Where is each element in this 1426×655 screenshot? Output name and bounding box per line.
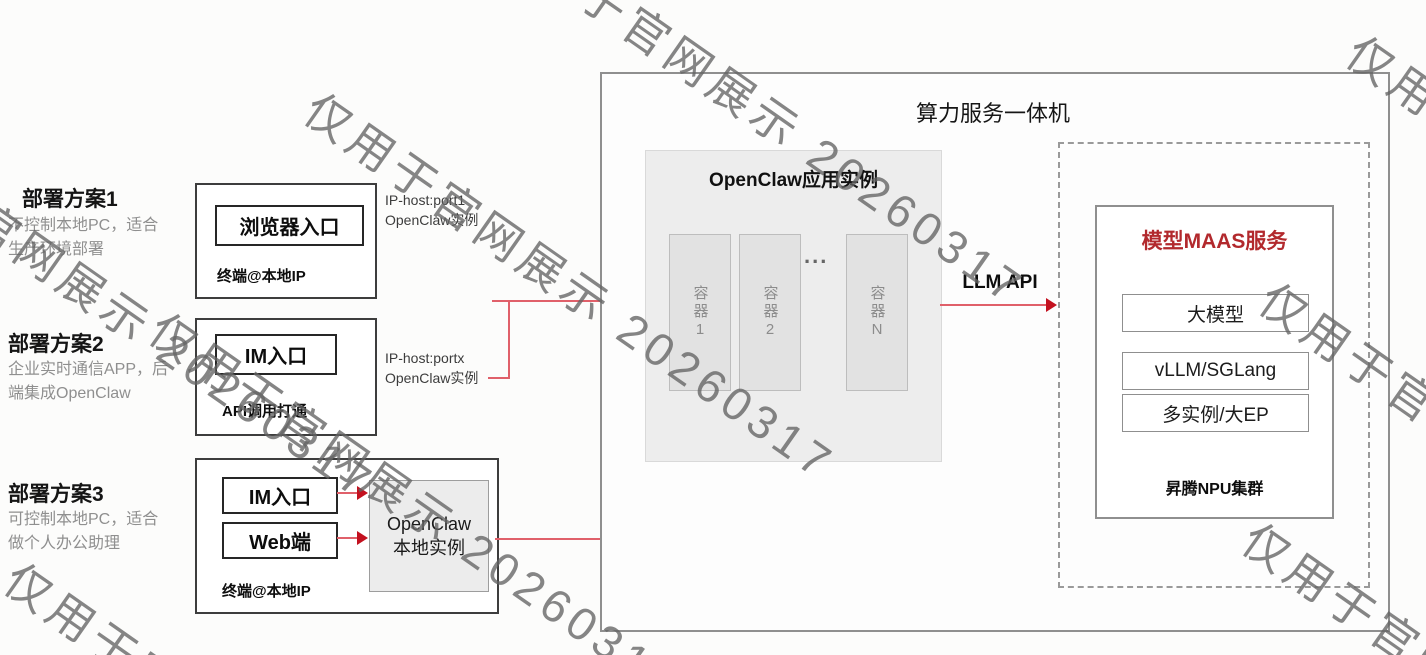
- plan2-title: 部署方案2: [8, 333, 104, 356]
- plan3-web-entry: Web端: [222, 522, 338, 559]
- container-1: 容器1: [669, 234, 731, 391]
- plan1-browser-entry: 浏览器入口: [215, 205, 364, 246]
- llm-api-top-arrowhead-icon: [1046, 298, 1057, 312]
- openclaw-app-box: OpenClaw应用实例 容器1 容器2 ... 容器N: [645, 150, 942, 462]
- plan12-merge-vline: [508, 300, 510, 379]
- container-ellipsis: ...: [804, 243, 829, 268]
- watermark-text: 仅用于官网展示 20260317: [0, 103, 385, 511]
- plan1-desc: 不控制本地PC，适合生产环境部署: [8, 217, 159, 258]
- plan2-api-note: API调用打通: [222, 403, 308, 420]
- maas-item-multi-instance: 多实例/大EP: [1122, 394, 1309, 432]
- plan3-im-arrowhead-icon: [357, 486, 368, 500]
- plan3-im-arrow-line: [337, 492, 361, 494]
- llm-api-top-line: [940, 304, 1050, 306]
- plan2-annotation: IP-host:portx OpenClaw实例: [385, 350, 479, 387]
- openclaw-app-title: OpenClaw应用实例: [709, 170, 878, 191]
- maas-title: 模型MAAS服务: [1141, 230, 1288, 253]
- container-2: 容器2: [739, 234, 801, 391]
- plan2-box: IM入口 API调用打通: [195, 318, 377, 436]
- plan1-box: 浏览器入口 终端@本地IP: [195, 183, 377, 299]
- maas-item-large-model: 大模型: [1122, 294, 1309, 332]
- llm-api-top-label: LLM API: [962, 272, 1038, 293]
- plan3-local-instance: OpenClaw 本地实例: [369, 480, 489, 592]
- npu-dashed-zone: [1058, 142, 1370, 588]
- maas-service-box: 模型MAAS服务 大模型 vLLM/SGLang 多实例/大EP 昇腾NPU集群: [1095, 205, 1334, 519]
- server-title: 算力服务一体机: [915, 101, 1070, 126]
- plan3-title: 部署方案3: [8, 483, 104, 506]
- plan3-web-arrow-line: [337, 537, 361, 539]
- plan2-stub-line: [488, 377, 510, 379]
- plan12-merge-hline: [492, 300, 636, 302]
- container-n: 容器N: [846, 234, 908, 391]
- maas-item-vllm-sglang: vLLM/SGLang: [1122, 352, 1309, 390]
- plan2-im-entry: IM入口: [215, 334, 337, 375]
- plan3-box: IM入口 Web端 OpenClaw 本地实例 终端@本地IP: [195, 458, 499, 614]
- plan1-annotation: IP-host:port1 OpenClaw实例: [385, 192, 479, 229]
- plan3-terminal-label: 终端@本地IP: [222, 583, 311, 600]
- plan3-desc: 可控制本地PC，适合做个人办公助理: [8, 511, 159, 552]
- plan2-desc: 企业实时通信APP，后端集成OpenClaw: [8, 361, 169, 402]
- plan3-im-entry: IM入口: [222, 477, 338, 514]
- maas-npu-cluster-label: 昇腾NPU集群: [1165, 481, 1264, 498]
- plan1-terminal-label: 终端@本地IP: [217, 268, 306, 285]
- plan1-title: 部署方案1: [22, 188, 118, 211]
- plan3-web-arrowhead-icon: [357, 531, 368, 545]
